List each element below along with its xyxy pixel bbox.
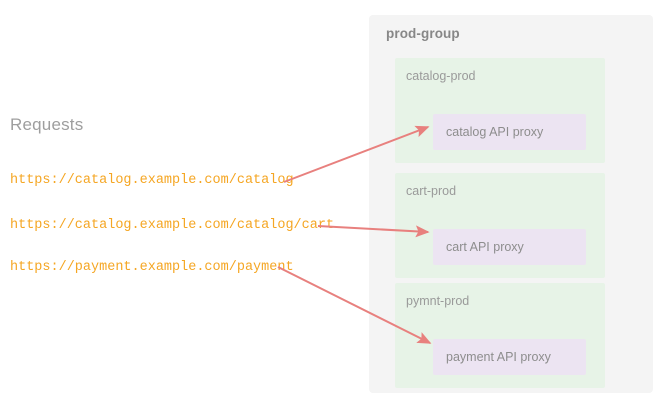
proxy-box-payment[interactable]: payment API proxy <box>433 339 586 375</box>
requests-heading: Requests <box>10 115 84 134</box>
proxy-label: cart API proxy <box>446 240 524 254</box>
request-url-payment: https://payment.example.com/payment <box>10 260 294 275</box>
request-url-catalog-cart: https://catalog.example.com/catalog/cart <box>10 218 335 233</box>
prod-group-title: prod-group <box>386 26 460 41</box>
env-group-label: cart-prod <box>406 184 457 198</box>
requests-section: Requests https://catalog.example.com/cat… <box>10 115 335 275</box>
prod-group-panel: prod-group catalog-prod catalog API prox… <box>369 15 653 393</box>
env-group-pymnt-prod: pymnt-prod payment API proxy <box>395 283 605 388</box>
proxy-label: payment API proxy <box>446 350 551 364</box>
proxy-label: catalog API proxy <box>446 125 544 139</box>
proxy-box-cart[interactable]: cart API proxy <box>433 229 586 265</box>
env-group-catalog-prod: catalog-prod catalog API proxy <box>395 58 605 163</box>
env-group-cart-prod: cart-prod cart API proxy <box>395 173 605 278</box>
env-group-label: pymnt-prod <box>406 294 470 308</box>
proxy-box-catalog[interactable]: catalog API proxy <box>433 114 586 150</box>
env-group-label: catalog-prod <box>406 69 476 83</box>
request-url-catalog: https://catalog.example.com/catalog <box>10 173 294 188</box>
